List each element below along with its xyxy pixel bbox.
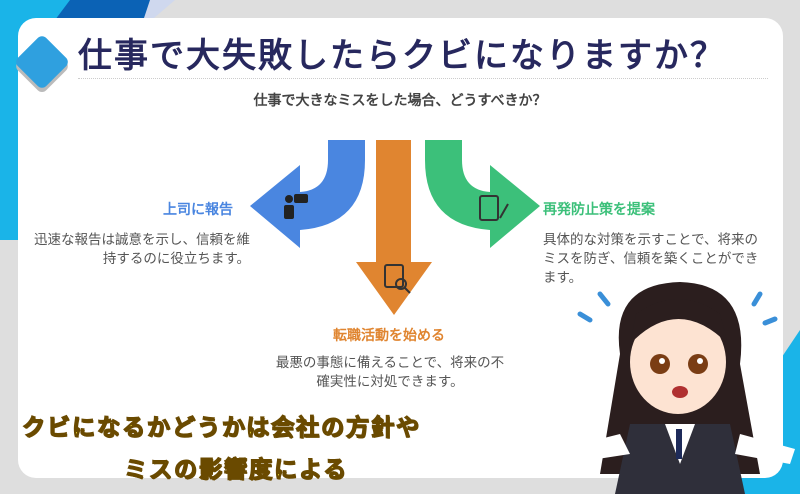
person-speech-icon xyxy=(284,194,308,219)
question-text: 仕事で大きなミスをした場合、どうすべきか？ xyxy=(253,93,547,109)
green-arrow xyxy=(425,140,540,248)
page-title: 仕事で大失敗したらクビになりますか？ xyxy=(78,36,726,76)
worried-girl-illustration xyxy=(560,282,795,494)
resume-search-icon xyxy=(384,264,411,294)
blue-arrow xyxy=(250,140,365,248)
option-jobhunt-desc: 最悪の事態に備えることで、将来の不確実性に対処できます。 xyxy=(275,355,505,390)
option-report-desc: 迅速な報告は誠意を示し、信頼を維持するのに役立ちます。 xyxy=(34,232,250,267)
clipboard-check-icon xyxy=(479,195,509,221)
orange-arrow xyxy=(356,140,432,315)
caption-line-2: ミスの影響度による xyxy=(123,456,349,483)
option-prevent-label: 再発防止策を提案 xyxy=(543,202,655,218)
option-report-label: 上司に報告 xyxy=(163,202,233,218)
caption-line-1: クビになるかどうかは会社の方針や xyxy=(21,414,422,441)
title-divider xyxy=(78,78,768,79)
option-jobhunt-label: 転職活動を始める xyxy=(333,328,445,344)
option-prevent-desc: 具体的な対策を示すことで、将来のミスを防ぎ、信頼を築くことができます。 xyxy=(543,232,759,286)
